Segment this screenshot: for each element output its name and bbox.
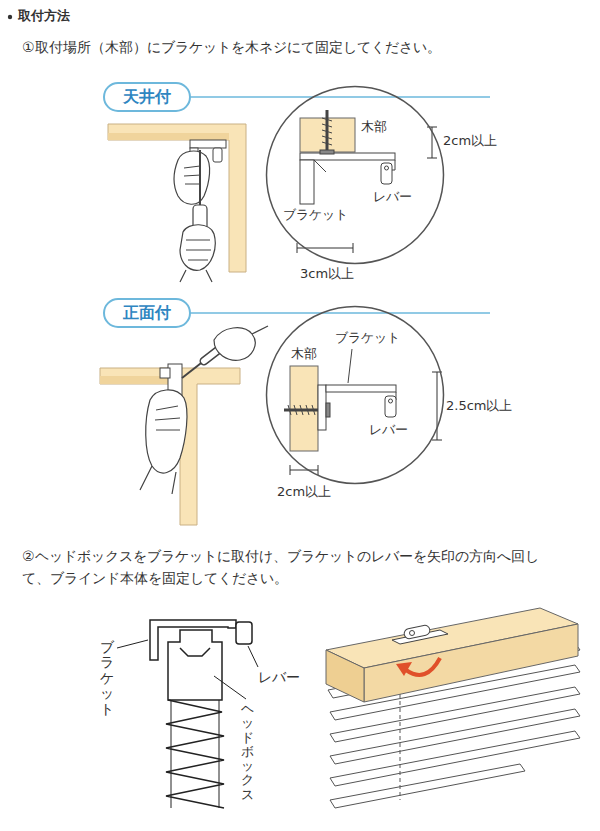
dimension: 2cm以上 (443, 133, 497, 150)
mount-type-band: 正面付 (103, 298, 191, 328)
page-title: 取付方法 (18, 8, 70, 25)
dimension-lines (290, 372, 442, 475)
magnify-outline (267, 87, 444, 264)
wood-label: 木部 (361, 119, 387, 135)
magnify-outline (267, 307, 444, 484)
part-label: ブラケット (100, 640, 114, 717)
wood-label: 木部 (291, 346, 317, 362)
magnify-circle (265, 85, 445, 265)
bracket-label: ブラケット (335, 330, 400, 346)
magnified-view: 木部ブラケット レバー (265, 85, 445, 265)
cross-section (117, 620, 258, 808)
step-instruction: ①取付場所（木部）にブラケットを木ネジにて固定してください。 (22, 38, 441, 56)
lever-label: レバー (369, 422, 408, 438)
step-instruction: ②ヘッドボックスをブラケットに取付け、ブラケットのレバーを矢印の方向へ回して、ブ… (22, 545, 562, 590)
band-line (190, 312, 490, 314)
front-mount-scene (100, 326, 268, 525)
band-title: 正面付 (123, 303, 171, 322)
dimension: 2cm以上 (277, 484, 331, 501)
band-line (190, 96, 490, 98)
mount-type-band: 天井付 (103, 82, 191, 112)
dimension: 2.5cm以上 (446, 398, 513, 415)
part-label: ヘッドボックス (241, 702, 254, 802)
part-label: レバー (258, 668, 300, 686)
band-title: 天井付 (123, 87, 171, 106)
ceiling-mount-scene (108, 124, 246, 282)
dimension: 3cm以上 (300, 266, 354, 283)
dimension-lines (297, 127, 437, 253)
lever-label: レバー (373, 189, 412, 205)
bullet (8, 15, 12, 19)
magnified-view: 木部 ブラケットレバー (265, 305, 445, 485)
blind-view (326, 608, 580, 808)
bracket-label: ブラケット (283, 207, 348, 223)
